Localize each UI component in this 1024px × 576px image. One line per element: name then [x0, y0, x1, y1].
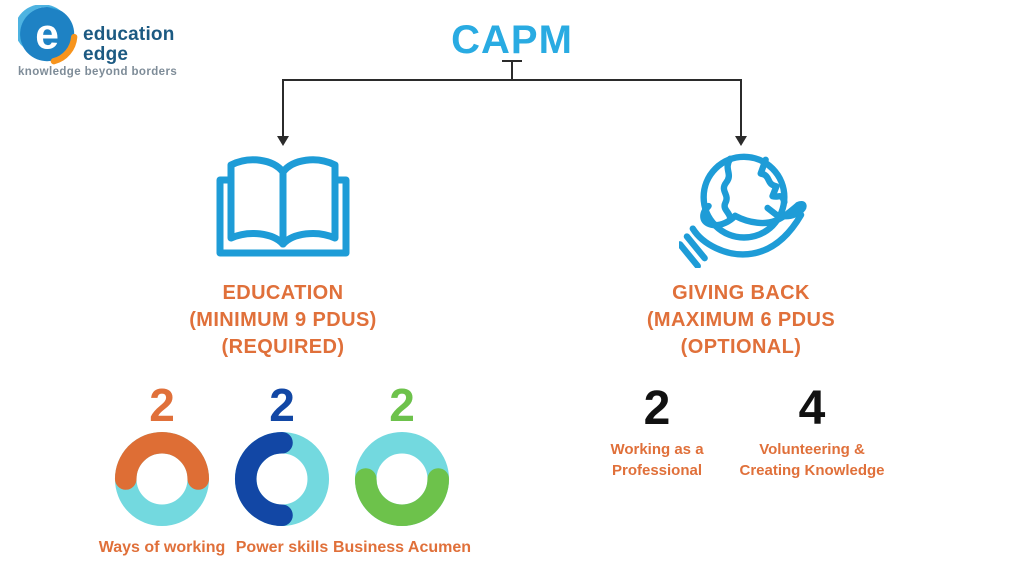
svg-text:e: e	[35, 11, 59, 59]
connector-left-drop	[282, 79, 284, 137]
giving-back-heading: GIVING BACK (MAXIMUM 6 PDUS (OPTIONAL)	[619, 280, 863, 361]
giving-back-heading-line3: (OPTIONAL)	[680, 336, 802, 358]
giving-back-heading-line1: GIVING BACK	[672, 282, 810, 304]
pdu-value: 2	[269, 379, 295, 431]
logo-brand-name: education edge	[83, 25, 175, 65]
arrow-down-left-icon	[277, 136, 289, 146]
arrow-down-right-icon	[735, 136, 747, 146]
pdu-label: Business Acumen	[332, 539, 472, 556]
donut-chart-ways-of-working	[114, 431, 210, 527]
logo-brand-line1: education	[83, 24, 175, 45]
pdu-label: Power skills	[235, 539, 329, 556]
pdu-label: Working as a Professional	[583, 439, 731, 481]
pdu-value: 4	[798, 382, 826, 435]
page-title: CAPM	[451, 18, 573, 62]
pdu-item-power-skills: 2 Power skills	[212, 382, 352, 557]
pdu-value: 2	[389, 379, 415, 431]
pdu-label: Ways of working	[98, 539, 226, 556]
donut-chart-business-acumen	[354, 431, 450, 527]
pdu-value: 2	[149, 379, 175, 431]
pdu-item-business-acumen: 2 Business Acumen	[332, 382, 472, 557]
pdu-label-line1: Volunteering &	[759, 441, 865, 458]
giving-back-heading-line2: (MAXIMUM 6 PDUS	[646, 309, 836, 331]
pdu-value: 2	[643, 382, 671, 435]
connector-stem	[511, 60, 513, 80]
pdu-label-line1: Working as a	[610, 441, 704, 458]
education-heading: EDUCATION (MINIMUM 9 PDUS) (REQUIRED)	[161, 280, 405, 361]
pdu-label-line2: Professional	[611, 462, 703, 479]
education-heading-line2: (MINIMUM 9 PDUS)	[189, 309, 377, 331]
pdu-label: Volunteering & Creating Knowledge	[723, 439, 901, 481]
donut-chart-power-skills	[234, 431, 330, 527]
logo-tagline: knowledge beyond borders	[18, 66, 178, 78]
connector-right-drop	[740, 79, 742, 137]
pdu-label-line2: Creating Knowledge	[739, 462, 885, 479]
pdu-item-volunteering: 4 Volunteering & Creating Knowledge	[723, 384, 901, 481]
education-heading-line3: (REQUIRED)	[221, 336, 345, 358]
education-edge-logo-icon: e	[14, 4, 80, 67]
pdu-item-ways-of-working: 2 Ways of working	[92, 382, 232, 557]
education-heading-line1: EDUCATION	[222, 282, 344, 304]
open-book-icon	[215, 152, 351, 263]
globe-in-hand-icon	[676, 146, 807, 273]
pdu-item-working-as-professional: 2 Working as a Professional	[583, 384, 731, 481]
connector-crossbar	[282, 79, 742, 81]
logo-brand-line2: edge	[83, 44, 129, 65]
